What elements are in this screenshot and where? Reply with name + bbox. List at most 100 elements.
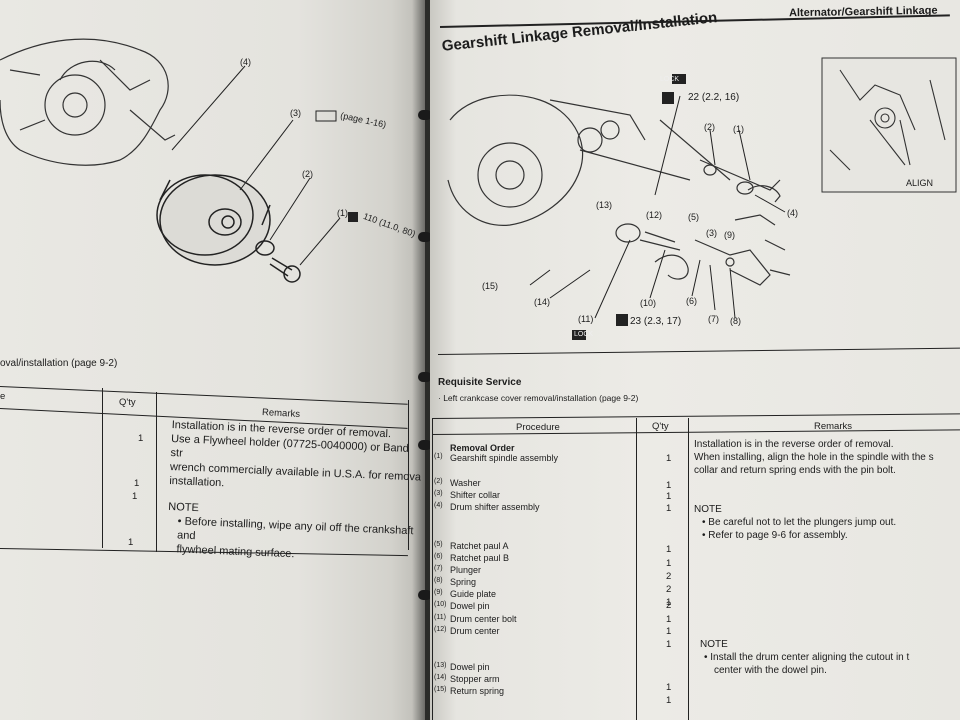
row-number: (8) — [434, 577, 443, 584]
diagram-callout-9: (9) — [724, 230, 735, 240]
diagram-callout-11: (11) — [578, 314, 594, 324]
diagram-callout-10: (10) — [640, 298, 657, 308]
removal-order-heading: Removal Order — [450, 443, 515, 453]
row-qty: 1 — [666, 695, 672, 706]
left-page: (4) (3) (page 1-16) (2) (1) 110 (11.0, 8… — [0, 0, 425, 720]
note-line: • Install the drum center aligning the c… — [704, 652, 910, 663]
row-number: (12) — [434, 626, 447, 633]
row-number: (11) — [434, 614, 446, 621]
flywheel-diagram — [0, 38, 358, 283]
row-number: (1) — [434, 453, 443, 460]
requisite-service-heading: Requisite Service — [438, 377, 522, 388]
diagram-callout-15: (15) — [482, 281, 499, 291]
row-procedure: Drum center — [450, 626, 500, 636]
row-number: (15) — [434, 686, 447, 693]
diagram-callout-12: (12) — [646, 210, 663, 220]
remarks-line: Installation is in the reverse order of … — [694, 439, 894, 450]
remarks-line: When installing, align the hole in the s… — [694, 452, 934, 463]
binding-ring — [418, 110, 432, 120]
col-header-procedure: e — [0, 391, 6, 402]
row-number: (6) — [434, 553, 443, 560]
row-qty: 1 — [666, 544, 672, 555]
remarks-block: Installation is in the reverse order of … — [694, 438, 934, 477]
row-number: (10) — [434, 601, 447, 608]
col-header-remarks: Remarks — [814, 421, 853, 432]
row-qty: 1 — [666, 614, 672, 625]
qty-cell: 1 — [128, 537, 134, 548]
row-procedure: Gearshift spindle assembly — [450, 453, 559, 463]
col-header-remarks: Remarks — [261, 407, 301, 420]
diagram-callout-5: (5) — [688, 212, 699, 222]
section-reference: oval/installation (page 9-2) — [0, 358, 118, 369]
diagram-callout-2: (2) — [704, 122, 715, 132]
qty-cell: 1 — [134, 478, 140, 489]
qty-cell: 1 — [138, 433, 144, 444]
row-qty: 1 — [666, 639, 672, 650]
diagram-callout-14: (14) — [534, 297, 551, 307]
row-number: (9) — [434, 589, 443, 596]
gearshift-linkage-diagram — [447, 57, 957, 340]
row-procedure: Stopper arm — [450, 674, 500, 684]
row-qty: 1 — [666, 453, 672, 464]
lock-badge-bottom: LOCK — [574, 331, 594, 338]
row-qty: 1 — [666, 558, 672, 569]
row-number: (5) — [434, 541, 443, 548]
row-qty: 2 — [666, 600, 672, 611]
diagram-callout-3: (3) — [706, 228, 717, 238]
diagram-callout-8: (8) — [730, 316, 741, 326]
right-page: LOCK 22 (2.2, 16) (2) (1) (13) (12) (5) … — [430, 0, 960, 720]
binding-ring — [418, 440, 432, 450]
remarks-block: Installation is in the reverse order of … — [166, 418, 425, 566]
row-number: (2) — [434, 478, 443, 485]
row-qty: 1 — [666, 682, 672, 693]
col-header-qty: Q'ty — [652, 421, 669, 432]
remarks-line: collar and return spring ends with the p… — [694, 465, 896, 476]
row-qty: 2 — [666, 584, 672, 595]
diagram-callout-1: (1) — [337, 208, 348, 218]
row-qty: 1 — [666, 626, 672, 637]
row-qty: 1 — [666, 597, 672, 608]
lock-badge-top: LOCK — [660, 76, 680, 83]
row-procedure: Ratchet paul A — [450, 541, 509, 551]
diagram-callout-2: (2) — [302, 169, 313, 179]
binding-ring — [418, 232, 432, 242]
row-procedure: Shifter collar — [450, 490, 501, 500]
diagram-callout-13: (13) — [596, 200, 613, 210]
row-procedure: Guide plate — [450, 589, 497, 599]
note-label: NOTE — [700, 639, 728, 650]
row-procedure: Return spring — [450, 686, 505, 696]
row-qty: 1 — [666, 491, 672, 502]
row-number: (14) — [434, 674, 447, 681]
note-line: • Refer to page 9-6 for assembly. — [702, 530, 848, 541]
row-procedure: Washer — [450, 478, 481, 488]
row-procedure: Dowel pin — [450, 601, 490, 611]
note-label: NOTE — [694, 504, 722, 515]
torque-spec-top: 22 (2.2, 16) — [688, 92, 740, 103]
diagram-callout-1: (1) — [733, 124, 744, 134]
row-number: (7) — [434, 565, 443, 572]
row-qty: 1 — [666, 503, 672, 514]
row-qty: 1 — [666, 480, 672, 491]
binding-ring — [418, 590, 432, 600]
row-qty: 2 — [666, 571, 672, 582]
requisite-service-item: · Left crankcase cover removal/installat… — [438, 393, 639, 403]
diagram-callout-6: (6) — [686, 296, 697, 306]
qty-cell: 1 — [132, 491, 138, 502]
row-procedure: Plunger — [450, 565, 482, 575]
row-number: (4) — [434, 502, 443, 509]
row-number: (13) — [434, 662, 447, 669]
diagram-callout-3: (3) — [290, 108, 301, 118]
diagram-callout-4: (4) — [787, 208, 798, 218]
row-procedure: Ratchet paul B — [450, 553, 510, 563]
align-label: ALIGN — [906, 178, 934, 188]
diagram-callout-7: (7) — [708, 314, 719, 324]
row-procedure: Drum center bolt — [450, 614, 517, 624]
diagram-callout-4: (4) — [240, 57, 251, 67]
note-block-2: NOTE • Install the drum center aligning … — [700, 638, 909, 677]
binding-ring — [418, 372, 432, 382]
row-procedure: Drum shifter assembly — [450, 502, 540, 512]
note-line: • Be careful not to let the plungers jum… — [702, 517, 897, 528]
torque-spec-bottom: 23 (2.3, 17) — [630, 316, 682, 327]
row-procedure: Dowel pin — [450, 662, 490, 672]
row-procedure: Spring — [450, 577, 477, 587]
